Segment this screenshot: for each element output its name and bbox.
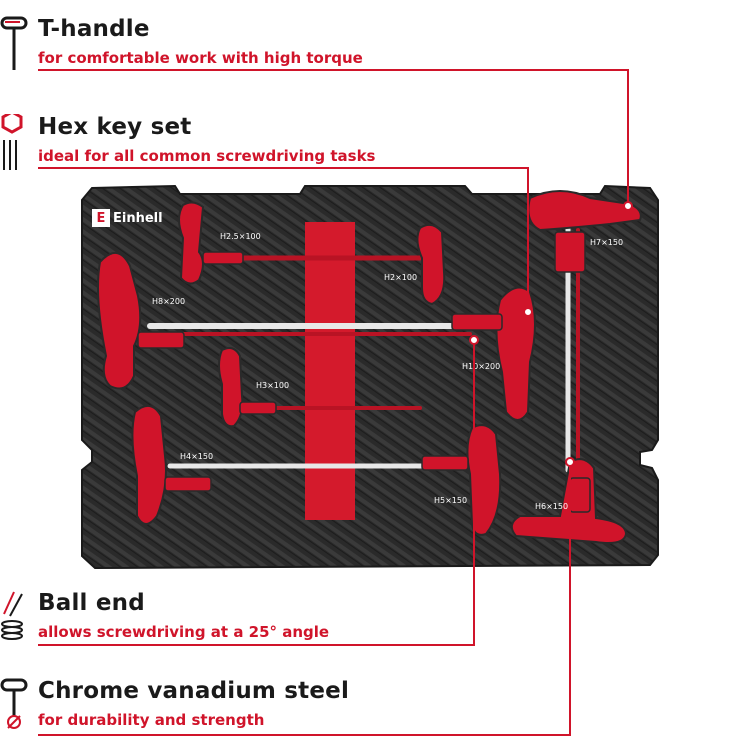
head-h10 [451, 313, 503, 331]
feature-subtitle: ideal for all common screwdriving tasks [38, 147, 376, 165]
brand-logo: E Einhell [92, 209, 163, 227]
red-channel [305, 222, 355, 520]
tool-label: H5×150 [434, 496, 468, 505]
feature-title: Hex key set [38, 114, 192, 140]
head-h8 [137, 331, 185, 349]
hex-key-icon [1, 114, 23, 170]
leader-ball-end [38, 340, 475, 646]
leader-dot-t-handle [623, 201, 633, 211]
tool-label: H2.5×100 [220, 232, 261, 241]
brand-mark-icon: E [92, 209, 110, 227]
head-h5 [421, 455, 469, 471]
tool-label: H4×150 [180, 452, 214, 461]
chrome-vanadium-icon [0, 678, 28, 729]
ball-end-icon [1, 591, 23, 640]
tool-label: H7×150 [590, 238, 624, 247]
foam-tray [81, 184, 659, 570]
feature-title: Chrome vanadium steel [38, 678, 350, 704]
leader-chrome-vanadium [38, 462, 571, 736]
tool-label: H3×100 [256, 381, 290, 390]
handle-h10 [495, 286, 536, 421]
tool-label: H10×200 [462, 362, 501, 371]
handle-h6 [510, 458, 628, 544]
leader-dot-chrome-vanadium [565, 457, 575, 467]
head-h2-5 [202, 251, 244, 265]
handle-h7 [527, 190, 642, 232]
handle-h3 [218, 347, 244, 428]
head-h4 [164, 476, 212, 492]
feature-title: Ball end [38, 590, 145, 616]
handle-h8 [97, 252, 142, 390]
brand-name: Einhell [113, 210, 163, 226]
feature-subtitle: for durability and strength [38, 711, 265, 729]
handle-h4 [131, 405, 167, 525]
tool-label: H8×200 [152, 297, 186, 306]
head-h3 [239, 401, 277, 415]
t-handle-icon [0, 16, 28, 70]
leader-t-handle [38, 69, 629, 204]
feature-title: T-handle [38, 16, 150, 42]
head-h7 [554, 231, 586, 273]
tool-label: H2×100 [384, 273, 418, 282]
leader-dot-ball-end [469, 335, 479, 345]
tool-label: H6×150 [535, 502, 569, 511]
handle-h2-5 [178, 201, 205, 285]
leader-dot-hex-key [523, 307, 533, 317]
leader-hex-key [38, 167, 529, 310]
feature-subtitle: for comfortable work with high torque [38, 49, 363, 67]
handle-h2 [416, 223, 446, 306]
feature-subtitle: allows screwdriving at a 25° angle [38, 623, 330, 641]
